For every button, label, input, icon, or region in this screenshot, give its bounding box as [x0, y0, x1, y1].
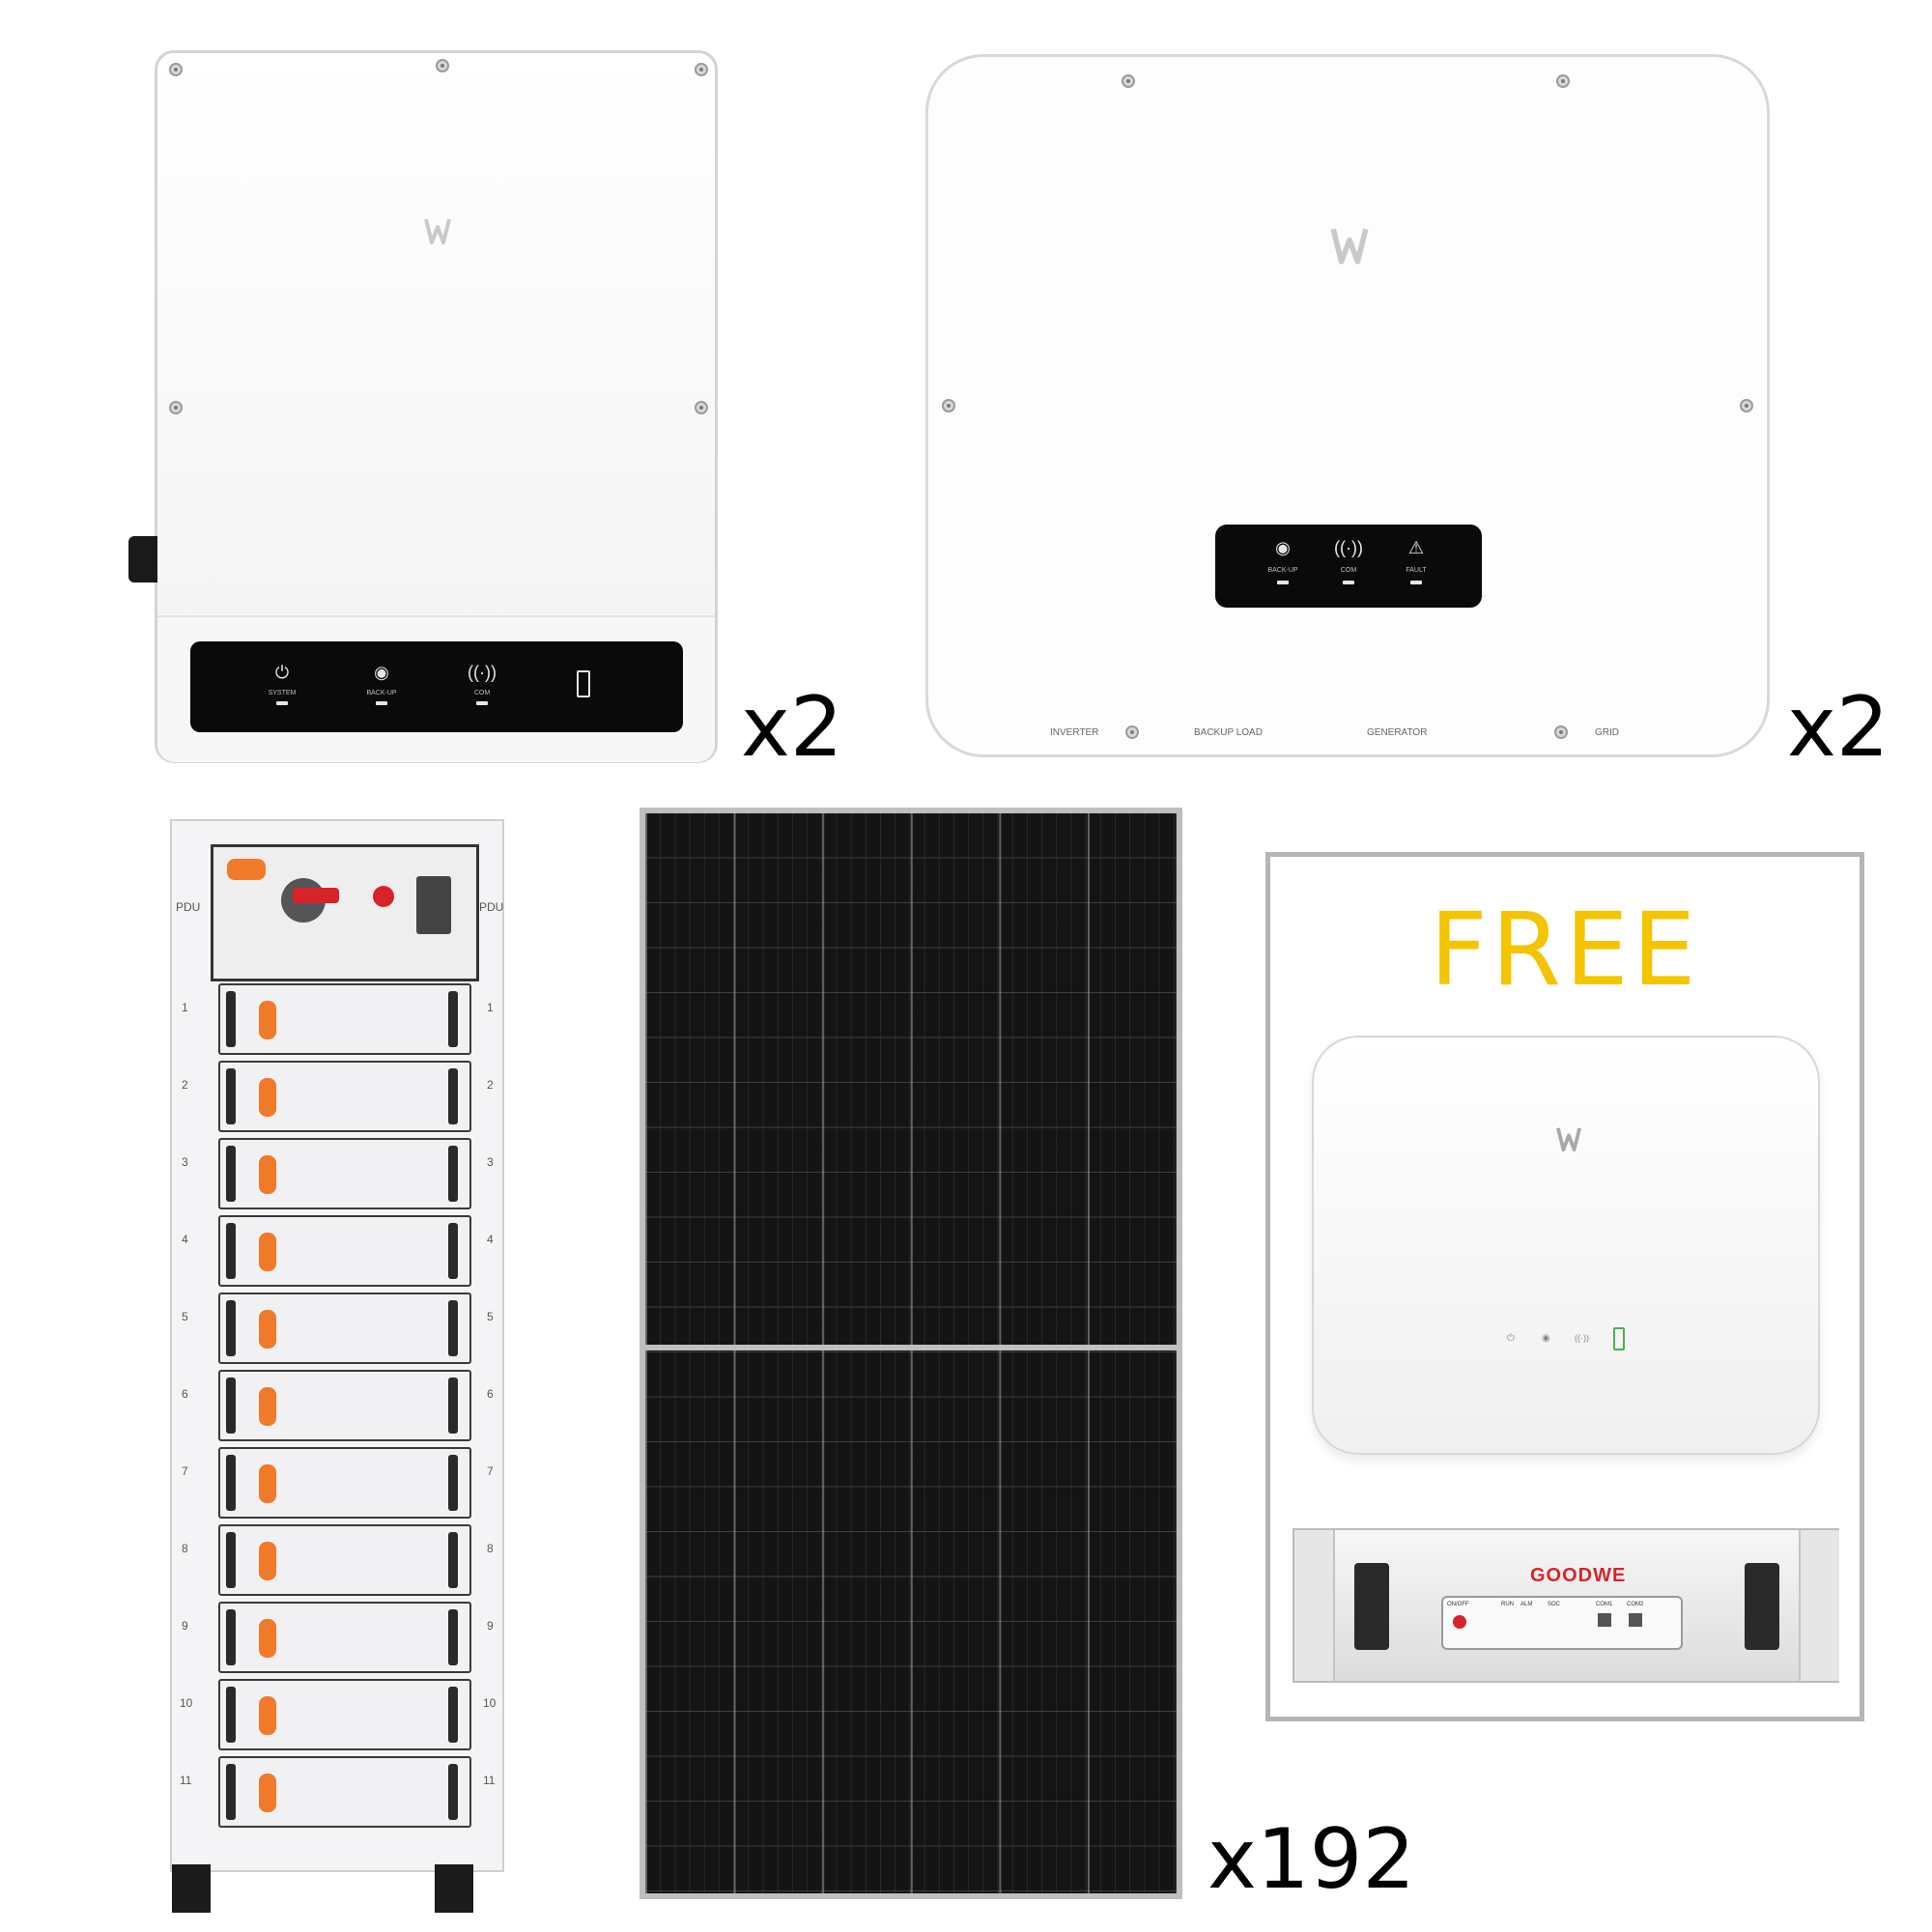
indicator-label: COM: [1340, 567, 1357, 574]
inverter-b: ◉ BACK-UP ((·)) COM ⚠ FAULT INVERTER BAC…: [925, 54, 1770, 757]
backup-icon: ◉: [374, 663, 389, 682]
module-number: 6: [487, 1387, 494, 1401]
panel-label: COM2: [1627, 1602, 1644, 1607]
module-number: 1: [487, 1001, 494, 1014]
wireless-icon: ((·)): [1334, 538, 1363, 557]
port-label: INVERTER: [1050, 727, 1099, 738]
warning-icon: ⚠: [1407, 538, 1425, 557]
port-label: GENERATOR: [1367, 727, 1428, 738]
quantity-label: x2: [741, 679, 843, 776]
wireless-icon: ((·)): [468, 663, 497, 682]
module-number: 5: [487, 1310, 494, 1323]
module-number: 11: [180, 1774, 192, 1787]
terminal-block: [1354, 1563, 1389, 1650]
battery-control-panel: ON/OFF RUN ALM SOC COM1 COM2: [1441, 1596, 1683, 1650]
battery-module: [218, 1447, 471, 1519]
com-port[interactable]: [1598, 1613, 1611, 1627]
module-number: 11: [483, 1774, 496, 1787]
battery-icon: [1613, 1327, 1625, 1350]
power-button[interactable]: [1453, 1615, 1466, 1629]
pdu-label: PDU: [479, 900, 504, 914]
battery-module: [218, 1138, 471, 1209]
battery-rack: PDU PDU 1 1 2 2 3 3 4 4 5 5 6 6 7 7 8 8 …: [170, 819, 504, 1872]
inverter-a: ⏻ SYSTEM ◉ BACK-UP ((·)) COM: [155, 50, 718, 763]
port-label: GRID: [1595, 727, 1619, 738]
pdu-module: [211, 844, 479, 981]
module-number: 2: [487, 1078, 494, 1092]
rack-ear: [1294, 1530, 1335, 1681]
rack-foot: [435, 1864, 473, 1913]
panel-label: ALM: [1520, 1602, 1533, 1607]
indicator-label: FAULT: [1406, 567, 1427, 574]
solar-panel: [639, 808, 1182, 1899]
battery-icon: [577, 670, 590, 697]
port-label: BACKUP LOAD: [1194, 727, 1263, 738]
battery-module: [218, 983, 471, 1055]
module-number: 6: [182, 1387, 188, 1401]
terminal-block: [1745, 1563, 1779, 1650]
battery-module: [218, 1215, 471, 1287]
battery-module: [218, 1524, 471, 1596]
indicator-panel: ⏻ SYSTEM ◉ BACK-UP ((·)) COM: [190, 641, 683, 732]
wireless-icon: ((·)): [1575, 1333, 1589, 1343]
module-number: 7: [487, 1464, 494, 1478]
module-number: 7: [182, 1464, 188, 1478]
panel-label: ON/OFF: [1447, 1602, 1469, 1607]
module-number: 9: [182, 1619, 188, 1633]
module-number: 4: [487, 1233, 494, 1246]
w-logo-icon: [1329, 226, 1370, 270]
brand-label: GOODWE: [1530, 1565, 1627, 1586]
free-label: FREE: [1430, 891, 1700, 1009]
module-number: 3: [487, 1155, 494, 1169]
battery-module: [218, 1679, 471, 1750]
module-number: 9: [487, 1619, 494, 1633]
power-icon: ⏻: [274, 663, 290, 682]
free-inverter: ⏻ ◉ ((·)): [1312, 1036, 1820, 1455]
module-number: 8: [487, 1542, 494, 1555]
free-bundle-box: [1265, 852, 1864, 1721]
panel-label: COM1: [1596, 1602, 1613, 1607]
pdu-label: PDU: [176, 900, 201, 914]
module-number: 2: [182, 1078, 188, 1092]
module-number: 10: [180, 1696, 193, 1710]
quantity-label: x2: [1787, 679, 1889, 776]
battery-module: [218, 1370, 471, 1441]
side-switch: [128, 536, 157, 582]
rack-foot: [172, 1864, 211, 1913]
module-number: 3: [182, 1155, 188, 1169]
panel-label: RUN: [1501, 1602, 1514, 1607]
module-number: 1: [182, 1001, 188, 1014]
rack-ear: [1799, 1530, 1839, 1681]
indicator-label: SYSTEM: [268, 690, 297, 696]
w-logo-icon: [1555, 1126, 1582, 1156]
indicator-panel: ◉ BACK-UP ((·)) COM ⚠ FAULT: [1215, 525, 1482, 608]
power-icon: ⏻: [1507, 1333, 1515, 1344]
indicator-label: BACK-UP: [1267, 567, 1298, 574]
battery-module: [218, 1602, 471, 1673]
panel-label: SOC: [1548, 1602, 1561, 1607]
backup-icon: ◉: [1275, 538, 1291, 557]
battery-module: [218, 1061, 471, 1132]
module-number: 8: [182, 1542, 188, 1555]
w-logo-icon: [423, 217, 452, 249]
battery-module: [218, 1293, 471, 1364]
quantity-label: x192: [1208, 1811, 1416, 1908]
indicator-label: COM: [473, 690, 491, 696]
free-battery: GOODWE ON/OFF RUN ALM SOC COM1 COM2: [1293, 1528, 1839, 1683]
com-port[interactable]: [1629, 1613, 1642, 1627]
module-number: 5: [182, 1310, 188, 1323]
module-number: 10: [483, 1696, 497, 1710]
backup-icon: ◉: [1542, 1333, 1550, 1344]
indicator-label: BACK-UP: [366, 690, 397, 696]
module-number: 4: [182, 1233, 188, 1246]
battery-module: [218, 1756, 471, 1828]
